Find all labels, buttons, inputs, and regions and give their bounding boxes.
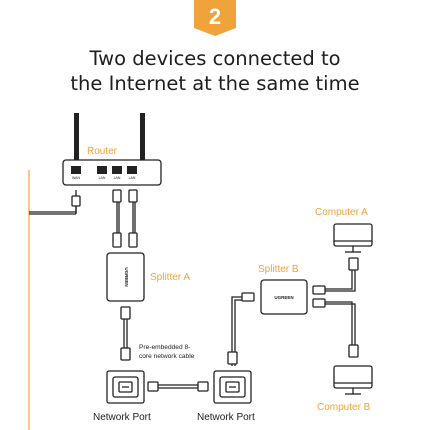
splitter-b-input-plug	[241, 292, 255, 302]
lan-plug-top-1	[112, 189, 122, 203]
lan-port-3	[127, 166, 137, 174]
lan-cable-pair	[112, 189, 138, 248]
splitter-a-plug	[120, 306, 131, 320]
cable-note-line-2: core network cable	[139, 353, 195, 360]
cable-to-computer-a	[325, 268, 353, 290]
computer-a-label: Computer A	[315, 207, 368, 218]
splitter-b-brand: UGREEN	[274, 295, 293, 300]
embedded-cable	[147, 381, 209, 392]
title-line-2: the Internet at the same time	[70, 72, 360, 95]
computer-b-plug	[348, 344, 359, 358]
router-port-label: LAN	[114, 176, 121, 180]
lan-plug-bottom-1	[112, 232, 122, 248]
splitter-b-body	[260, 279, 308, 315]
computer-a-monitor	[333, 223, 373, 253]
router-label: Router	[87, 146, 118, 157]
title-line-1: Two devices connected to	[89, 47, 341, 70]
wan-cable	[29, 190, 77, 213]
step-number-badge: 2	[194, 0, 236, 36]
lan-port-2	[112, 166, 122, 174]
computer-a-plug	[348, 257, 359, 271]
router-antenna-left	[74, 113, 79, 163]
network-port-left-label: Network Port	[93, 412, 151, 423]
cable-note-line-1: Pre-embedded 8-	[139, 344, 190, 351]
splitter-a-brand: UGREEN	[124, 267, 129, 286]
splitter-a-label: Splitter A	[150, 272, 190, 283]
badge-shape	[194, 0, 236, 36]
badge-number: 2	[209, 4, 221, 29]
wan-plug	[71, 195, 81, 207]
router	[62, 113, 162, 186]
router-port-label: WAN	[72, 176, 81, 180]
splitter-b-label: Splitter B	[258, 264, 299, 275]
wan-port	[71, 166, 81, 174]
wall-cable-plug-left	[120, 347, 131, 361]
network-port-left	[106, 370, 145, 404]
router-port-label: LAN	[129, 176, 136, 180]
computer-b-label: Computer B	[317, 402, 371, 413]
router-antenna-right	[140, 113, 145, 163]
splitter-b-output-plug-1	[312, 285, 326, 295]
lan-port-1	[97, 166, 107, 174]
cable-to-computer-b	[325, 301, 353, 345]
splitter-a-body	[106, 252, 145, 302]
computer-b-monitor	[333, 365, 373, 395]
port-to-splitter-b-cable	[231, 296, 246, 366]
page-title: Two devices connected to the Internet at…	[0, 46, 430, 96]
network-port-right-label: Network Port	[197, 412, 255, 423]
wall-cable-plug-right	[227, 351, 238, 365]
router-port-label: LAN	[99, 176, 106, 180]
splitter-b-output-plug-2	[312, 298, 326, 308]
lan-plug-bottom-2	[128, 232, 138, 248]
network-port-right	[213, 370, 252, 404]
lan-plug-top-2	[128, 189, 138, 203]
